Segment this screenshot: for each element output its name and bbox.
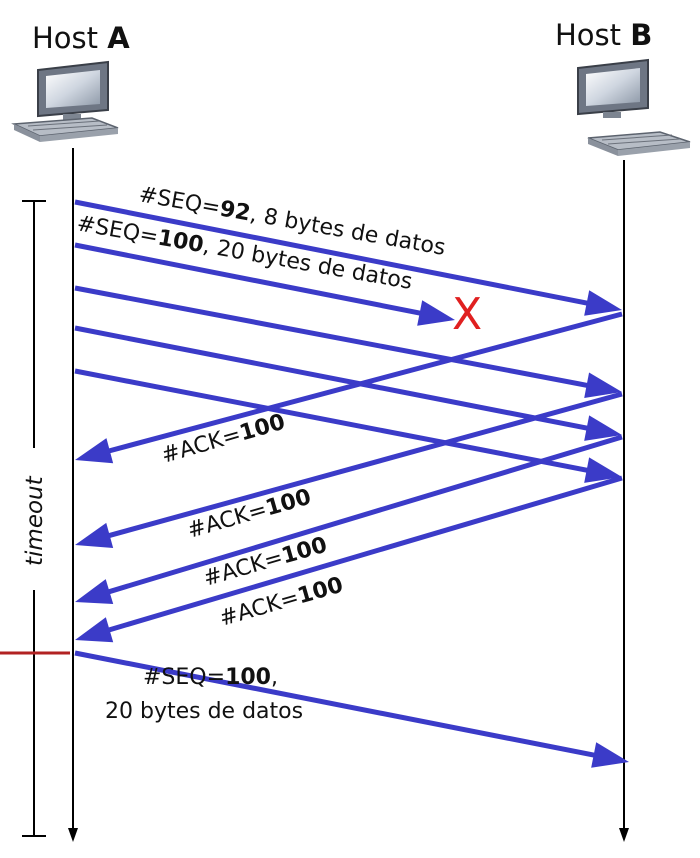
arrow-seq92-shaft <box>74 199 590 306</box>
arrow-retransmit-shaft <box>74 650 597 758</box>
message-arrows <box>74 199 629 768</box>
timeout-bracket <box>0 200 70 837</box>
computer-b-icon <box>577 58 691 156</box>
arrow-seq92 <box>74 199 622 316</box>
host-b-label: Host B <box>555 18 652 52</box>
arrow-seq100-lost <box>74 242 455 326</box>
label-retx-line2: 20 bytes de datos <box>105 699 303 724</box>
arrow-ack-1-shaft <box>107 311 623 454</box>
timeout-label: timeout <box>22 475 48 566</box>
arrow-seq120 <box>74 285 622 399</box>
arrow-ack-1-head <box>75 438 114 464</box>
arrow-ack-4-shaft <box>106 475 623 633</box>
arrow-seq155-head <box>584 457 622 483</box>
arrow-ack-3 <box>75 434 623 605</box>
timeline-b <box>619 160 629 842</box>
lost-packet-x: X <box>452 289 482 340</box>
label-retx-line1: #SEQ=100, <box>143 665 278 690</box>
arrow-retransmit <box>74 650 629 768</box>
arrow-ack-2-shaft <box>107 391 623 539</box>
arrow-seq92-head <box>584 290 622 316</box>
arrow-seq120-head <box>584 372 622 399</box>
arrow-seq120-shaft <box>74 285 590 389</box>
arrow-retransmit-head <box>591 742 629 768</box>
arrow-ack-3-shaft <box>106 434 623 595</box>
arrow-ack-2-head <box>75 522 114 548</box>
host-a-label: Host A <box>32 21 130 55</box>
arrow-seq100-lost-head <box>417 300 455 326</box>
arrow-seq100-lost-shaft <box>74 242 423 316</box>
arrow-ack-4-head <box>75 617 114 643</box>
arrow-seq135 <box>74 325 622 441</box>
arrow-ack-3-head <box>75 579 114 605</box>
arrow-seq135-shaft <box>74 325 590 431</box>
arrow-ack-1 <box>75 311 623 464</box>
arrow-ack-2 <box>75 391 623 548</box>
arrow-ack-4 <box>75 475 623 643</box>
arrow-seq135-head <box>584 415 622 441</box>
timeline-a <box>68 148 78 842</box>
arrow-seq155 <box>74 368 622 483</box>
arrow-seq155-shaft <box>74 368 590 473</box>
computer-a-icon <box>11 60 119 142</box>
